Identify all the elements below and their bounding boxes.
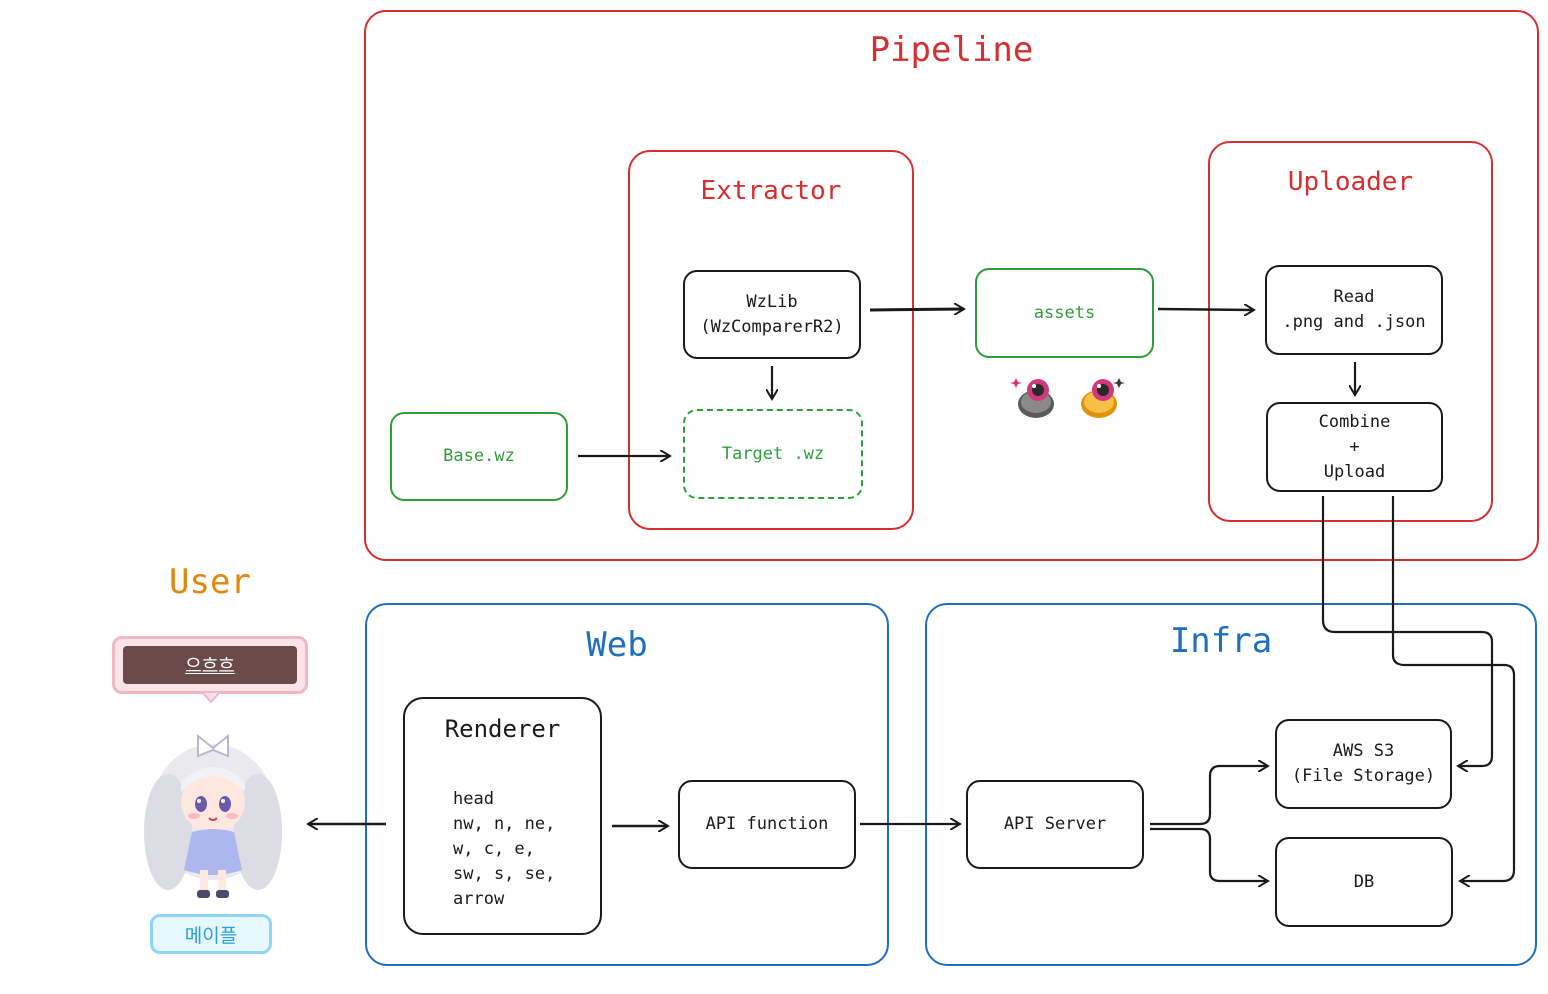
renderer-title: Renderer [444, 715, 561, 743]
target-wz-node[interactable]: Target .wz [683, 409, 863, 499]
infra-group: Infra [925, 603, 1537, 966]
base-wz-node[interactable]: Base.wz [390, 412, 568, 501]
bubble-tail-icon [202, 692, 220, 704]
user-avatar [144, 733, 282, 898]
db-node[interactable]: DB [1275, 837, 1453, 927]
name-tag: 메이플 [150, 914, 272, 954]
renderer-node[interactable]: Renderer head nw, n, ne, w, c, e, sw, s,… [403, 697, 602, 935]
web-group: Web [365, 603, 889, 966]
renderer-parts: head nw, n, ne, w, c, e, sw, s, se, arro… [453, 789, 556, 909]
assets-node[interactable]: assets [975, 268, 1154, 358]
user-title: User [169, 562, 251, 602]
api-server-node[interactable]: API Server [966, 780, 1144, 869]
uploader-title: Uploader [1287, 167, 1414, 197]
aws-s3-node[interactable]: AWS S3 (File Storage) [1275, 719, 1452, 809]
asset-image-gold [1081, 378, 1125, 418]
speech-bubble-text: 으흐흐 [123, 646, 297, 684]
speech-bubble: 으흐흐 [112, 636, 308, 694]
extractor-title: Extractor [700, 176, 842, 206]
api-function-node[interactable]: API function [678, 780, 856, 869]
extractor-group: Extractor [628, 150, 914, 530]
uploader-group: Uploader [1208, 141, 1493, 522]
pipeline-title: Pipeline [869, 30, 1034, 70]
asset-image-dark [1010, 378, 1054, 418]
pipeline-group: Pipeline [364, 10, 1539, 561]
combine-upload-node[interactable]: Combine + Upload [1266, 402, 1443, 492]
web-title: Web [586, 625, 648, 665]
infra-title: Infra [1169, 621, 1273, 661]
wzlib-node[interactable]: WzLib (WzComparerR2) [683, 270, 861, 359]
read-node[interactable]: Read .png and .json [1265, 265, 1443, 355]
